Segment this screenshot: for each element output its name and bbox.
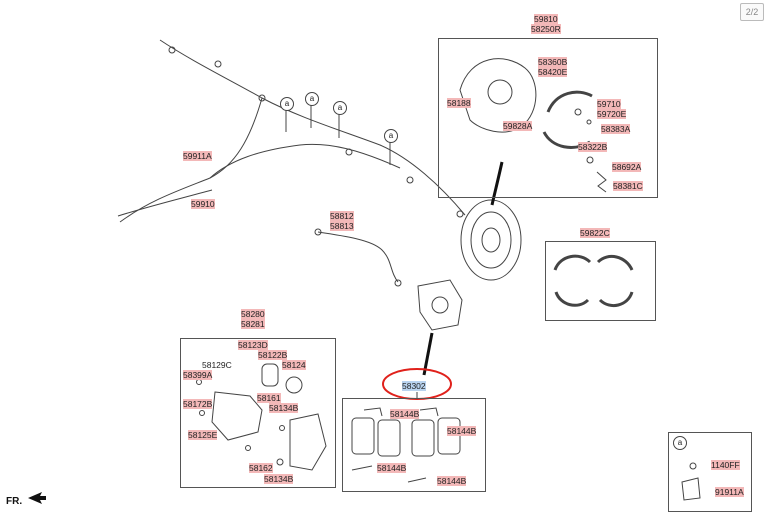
part-label[interactable]: 58281: [241, 319, 265, 329]
part-label[interactable]: 58360B: [538, 57, 568, 67]
part-label[interactable]: 58250R: [531, 24, 561, 34]
callout-a[interactable]: a: [333, 101, 347, 115]
brake-pad-1: [351, 417, 375, 455]
brake-cable-main: [159, 39, 466, 216]
part-label[interactable]: 59911A: [183, 151, 212, 161]
part-label[interactable]: 58812: [330, 211, 354, 221]
part-label[interactable]: 58134B: [269, 403, 299, 413]
part-label[interactable]: 59910: [191, 199, 215, 209]
part-label-selected[interactable]: 58302: [402, 381, 426, 391]
brake-hose: [317, 231, 399, 283]
callout-a: a: [673, 436, 687, 450]
part-label[interactable]: 58144B: [447, 426, 477, 436]
backing-plate: [460, 199, 522, 281]
part-label[interactable]: 59810: [534, 14, 558, 24]
shoe-kit-group: [545, 241, 656, 321]
part-label[interactable]: 58399A: [183, 370, 213, 380]
part-label[interactable]: 1140FF: [711, 460, 740, 470]
front-direction-label: FR.: [6, 496, 23, 507]
part-label[interactable]: 59828A: [503, 121, 533, 131]
part-label[interactable]: 58381C: [613, 181, 643, 191]
callout-a[interactable]: a: [280, 97, 294, 111]
part-label[interactable]: 58172B: [183, 399, 213, 409]
drum-brake-group: [438, 38, 658, 198]
brake-cable-right: [209, 143, 401, 179]
part-label[interactable]: 91911A: [715, 487, 744, 497]
cable-clip: [681, 477, 701, 501]
front-arrow-icon: [28, 492, 46, 504]
caliper-assembly: [417, 279, 463, 331]
caliper-kit-group: [180, 338, 336, 488]
part-label[interactable]: 58322B: [578, 142, 608, 152]
part-label[interactable]: 58162: [249, 463, 273, 473]
part-label[interactable]: 58125E: [188, 430, 218, 440]
part-label[interactable]: 58144B: [390, 409, 420, 419]
part-label[interactable]: 58123D: [238, 340, 268, 350]
page-indicator[interactable]: 2/2: [740, 3, 764, 21]
part-label[interactable]: 58129C: [202, 360, 232, 370]
part-label[interactable]: 58420E: [538, 67, 568, 77]
callout-a[interactable]: a: [384, 129, 398, 143]
pad-kit-group: [342, 398, 486, 492]
part-label[interactable]: 58813: [330, 221, 354, 231]
part-label[interactable]: 59822C: [580, 228, 610, 238]
dust-shield: [459, 58, 537, 133]
part-label[interactable]: 58124: [282, 360, 306, 370]
part-label[interactable]: 59710: [597, 99, 621, 109]
part-label[interactable]: 58188: [447, 98, 471, 108]
part-label[interactable]: 58134B: [264, 474, 294, 484]
part-label[interactable]: 58144B: [437, 476, 467, 486]
detail-a-box: [668, 432, 752, 512]
part-label[interactable]: 58280: [241, 309, 265, 319]
part-label[interactable]: 58161: [257, 393, 281, 403]
part-label[interactable]: 58383A: [601, 124, 631, 134]
part-label[interactable]: 58122B: [258, 350, 288, 360]
part-label[interactable]: 58144B: [377, 463, 407, 473]
callout-a[interactable]: a: [305, 92, 319, 106]
part-label[interactable]: 58692A: [612, 162, 642, 172]
selection-ring: [382, 368, 452, 400]
part-label[interactable]: 59720E: [597, 109, 627, 119]
